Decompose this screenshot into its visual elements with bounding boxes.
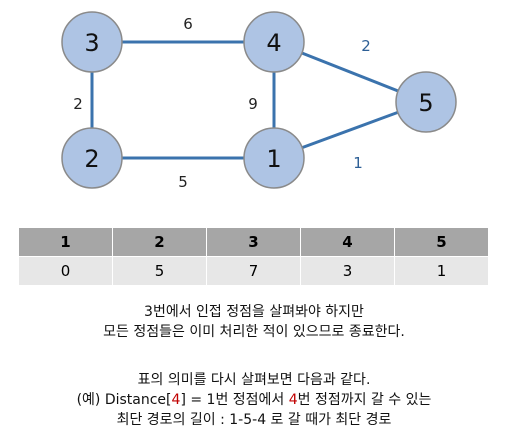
highlight-target: 4 <box>288 392 298 408</box>
example-suffix: 번 정점까지 갈 수 있는 <box>297 392 432 408</box>
explanation-line-1: 3번에서 인접 정점을 살펴봐야 하지만 <box>144 304 364 320</box>
node-2: 2 <box>61 127 123 189</box>
node-circle-2 <box>61 127 123 189</box>
node-circle-5 <box>395 71 457 133</box>
node-circle-1 <box>243 127 305 189</box>
interpretation-line-1: 표의 의미를 다시 살펴보면 다음과 같다. <box>137 372 371 388</box>
header-cell-5: 5 <box>394 227 489 257</box>
highlight-index: 4 <box>171 392 181 408</box>
node-label-2: 2 <box>84 145 99 173</box>
interpretation-text: 표의 의미를 다시 살펴보면 다음과 같다. (예) Distance[4] =… <box>0 370 508 430</box>
table-row: 0 5 7 3 1 <box>18 256 489 286</box>
header-cell-4: 4 <box>300 227 395 257</box>
value-cell-1: 0 <box>18 256 113 286</box>
value-cell-3: 7 <box>206 256 301 286</box>
header-cell-3: 3 <box>206 227 301 257</box>
node-1: 1 <box>243 127 305 189</box>
explanation-text: 3번에서 인접 정점을 살펴봐야 하지만 모든 정점들은 이미 처리한 적이 있… <box>0 302 508 342</box>
node-3: 3 <box>61 11 123 73</box>
interpretation-line-2: (예) Distance[4] = 1번 정점에서 4번 정점까지 갈 수 있는 <box>0 390 508 410</box>
node-label-5: 5 <box>418 89 433 117</box>
edge-weight-4-5: 2 <box>361 37 371 55</box>
edge-weight-3-4: 6 <box>183 15 193 33</box>
interpretation-line-3: 최단 경로의 길이 : 1-5-4 로 갈 때가 최단 경로 <box>116 412 392 428</box>
header-cell-1: 1 <box>18 227 113 257</box>
edge-weight-3-2: 2 <box>73 95 83 113</box>
edge-weight-2-1: 5 <box>178 173 188 191</box>
node-circle-4 <box>243 11 305 73</box>
edge-weight-4-1: 9 <box>248 95 258 113</box>
node-4: 4 <box>243 11 305 73</box>
node-label-4: 4 <box>266 29 281 57</box>
edge-weight-1-5: 1 <box>353 154 363 172</box>
node-5: 5 <box>395 71 457 133</box>
header-cell-2: 2 <box>112 227 207 257</box>
value-cell-4: 3 <box>300 256 395 286</box>
table-header-row: 1 2 3 4 5 <box>18 227 489 257</box>
explanation-line-2: 모든 정점들은 이미 처리한 적이 있으므로 종료한다. <box>103 324 405 340</box>
node-label-3: 3 <box>84 29 99 57</box>
graph-diagram: 6 2 9 5 2 1 1 2 3 4 5 <box>61 11 457 191</box>
value-cell-5: 1 <box>394 256 489 286</box>
distance-table: 1 2 3 4 5 0 5 7 3 1 <box>18 227 489 286</box>
example-middle: ] = 1번 정점에서 <box>180 392 289 408</box>
example-prefix: (예) Distance[ <box>76 392 172 408</box>
node-label-1: 1 <box>266 145 281 173</box>
node-circle-3 <box>61 11 123 73</box>
value-cell-2: 5 <box>112 256 207 286</box>
